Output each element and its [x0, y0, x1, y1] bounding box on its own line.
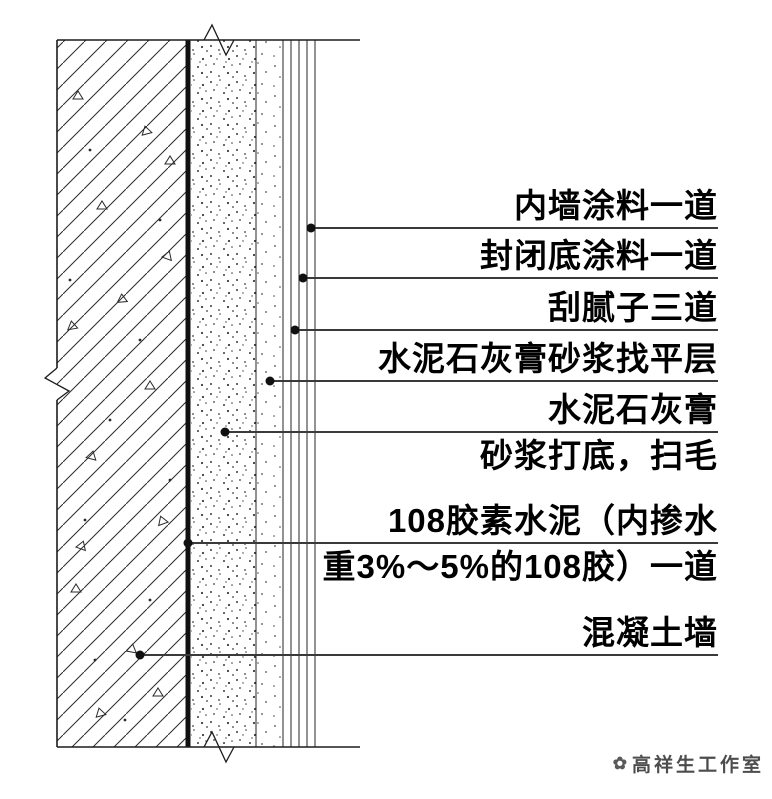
- section-boundary: [56, 39, 360, 748]
- aggregate-symbols: [66, 90, 176, 718]
- callout-label: 内墙涂料一道: [514, 187, 718, 224]
- studio-name: 高祥生工作室: [631, 755, 764, 776]
- leader-dot: [290, 325, 300, 335]
- leader-dot: [298, 273, 308, 283]
- leader-dot: [220, 427, 230, 437]
- leader-line: [225, 431, 718, 433]
- callout-label: 水泥石灰膏砂浆找平层: [378, 340, 718, 377]
- leader-dot: [306, 223, 316, 233]
- studio-watermark: ✿ 高祥生工作室: [613, 750, 764, 777]
- concrete-wall-layer: [57, 40, 186, 747]
- glue-slurry-layer: [185, 40, 191, 747]
- flower-logo-icon: ✿: [612, 753, 627, 773]
- callout-label: 刮腻子三道: [548, 289, 718, 326]
- plaster-base-layer: [191, 40, 256, 747]
- callout-label: 封闭底涂料一道: [480, 237, 718, 274]
- leader-line: [311, 227, 718, 229]
- callout-label-line2: 砂浆打底，扫毛: [480, 437, 718, 474]
- leader-dot: [265, 376, 275, 386]
- leader-line: [270, 380, 718, 382]
- callout-label: 混凝土墙: [582, 614, 718, 651]
- leader-line: [188, 542, 718, 544]
- break-marks: [43, 23, 235, 764]
- leader-line: [295, 329, 718, 331]
- callout-label-line2: 重3%～5%的108胶）一道: [322, 548, 718, 585]
- leveling-layer: [256, 40, 283, 747]
- leader-dot: [183, 538, 193, 548]
- finish-layer-lines: [255, 40, 316, 747]
- callout-label-line1: 水泥石灰膏: [548, 391, 718, 428]
- aggregate-dots: [68, 148, 172, 722]
- leader-line: [303, 277, 718, 279]
- leader-line: [140, 654, 718, 656]
- leader-dot: [135, 650, 145, 660]
- callout-label-line1: 108胶素水泥（内掺水: [387, 502, 718, 539]
